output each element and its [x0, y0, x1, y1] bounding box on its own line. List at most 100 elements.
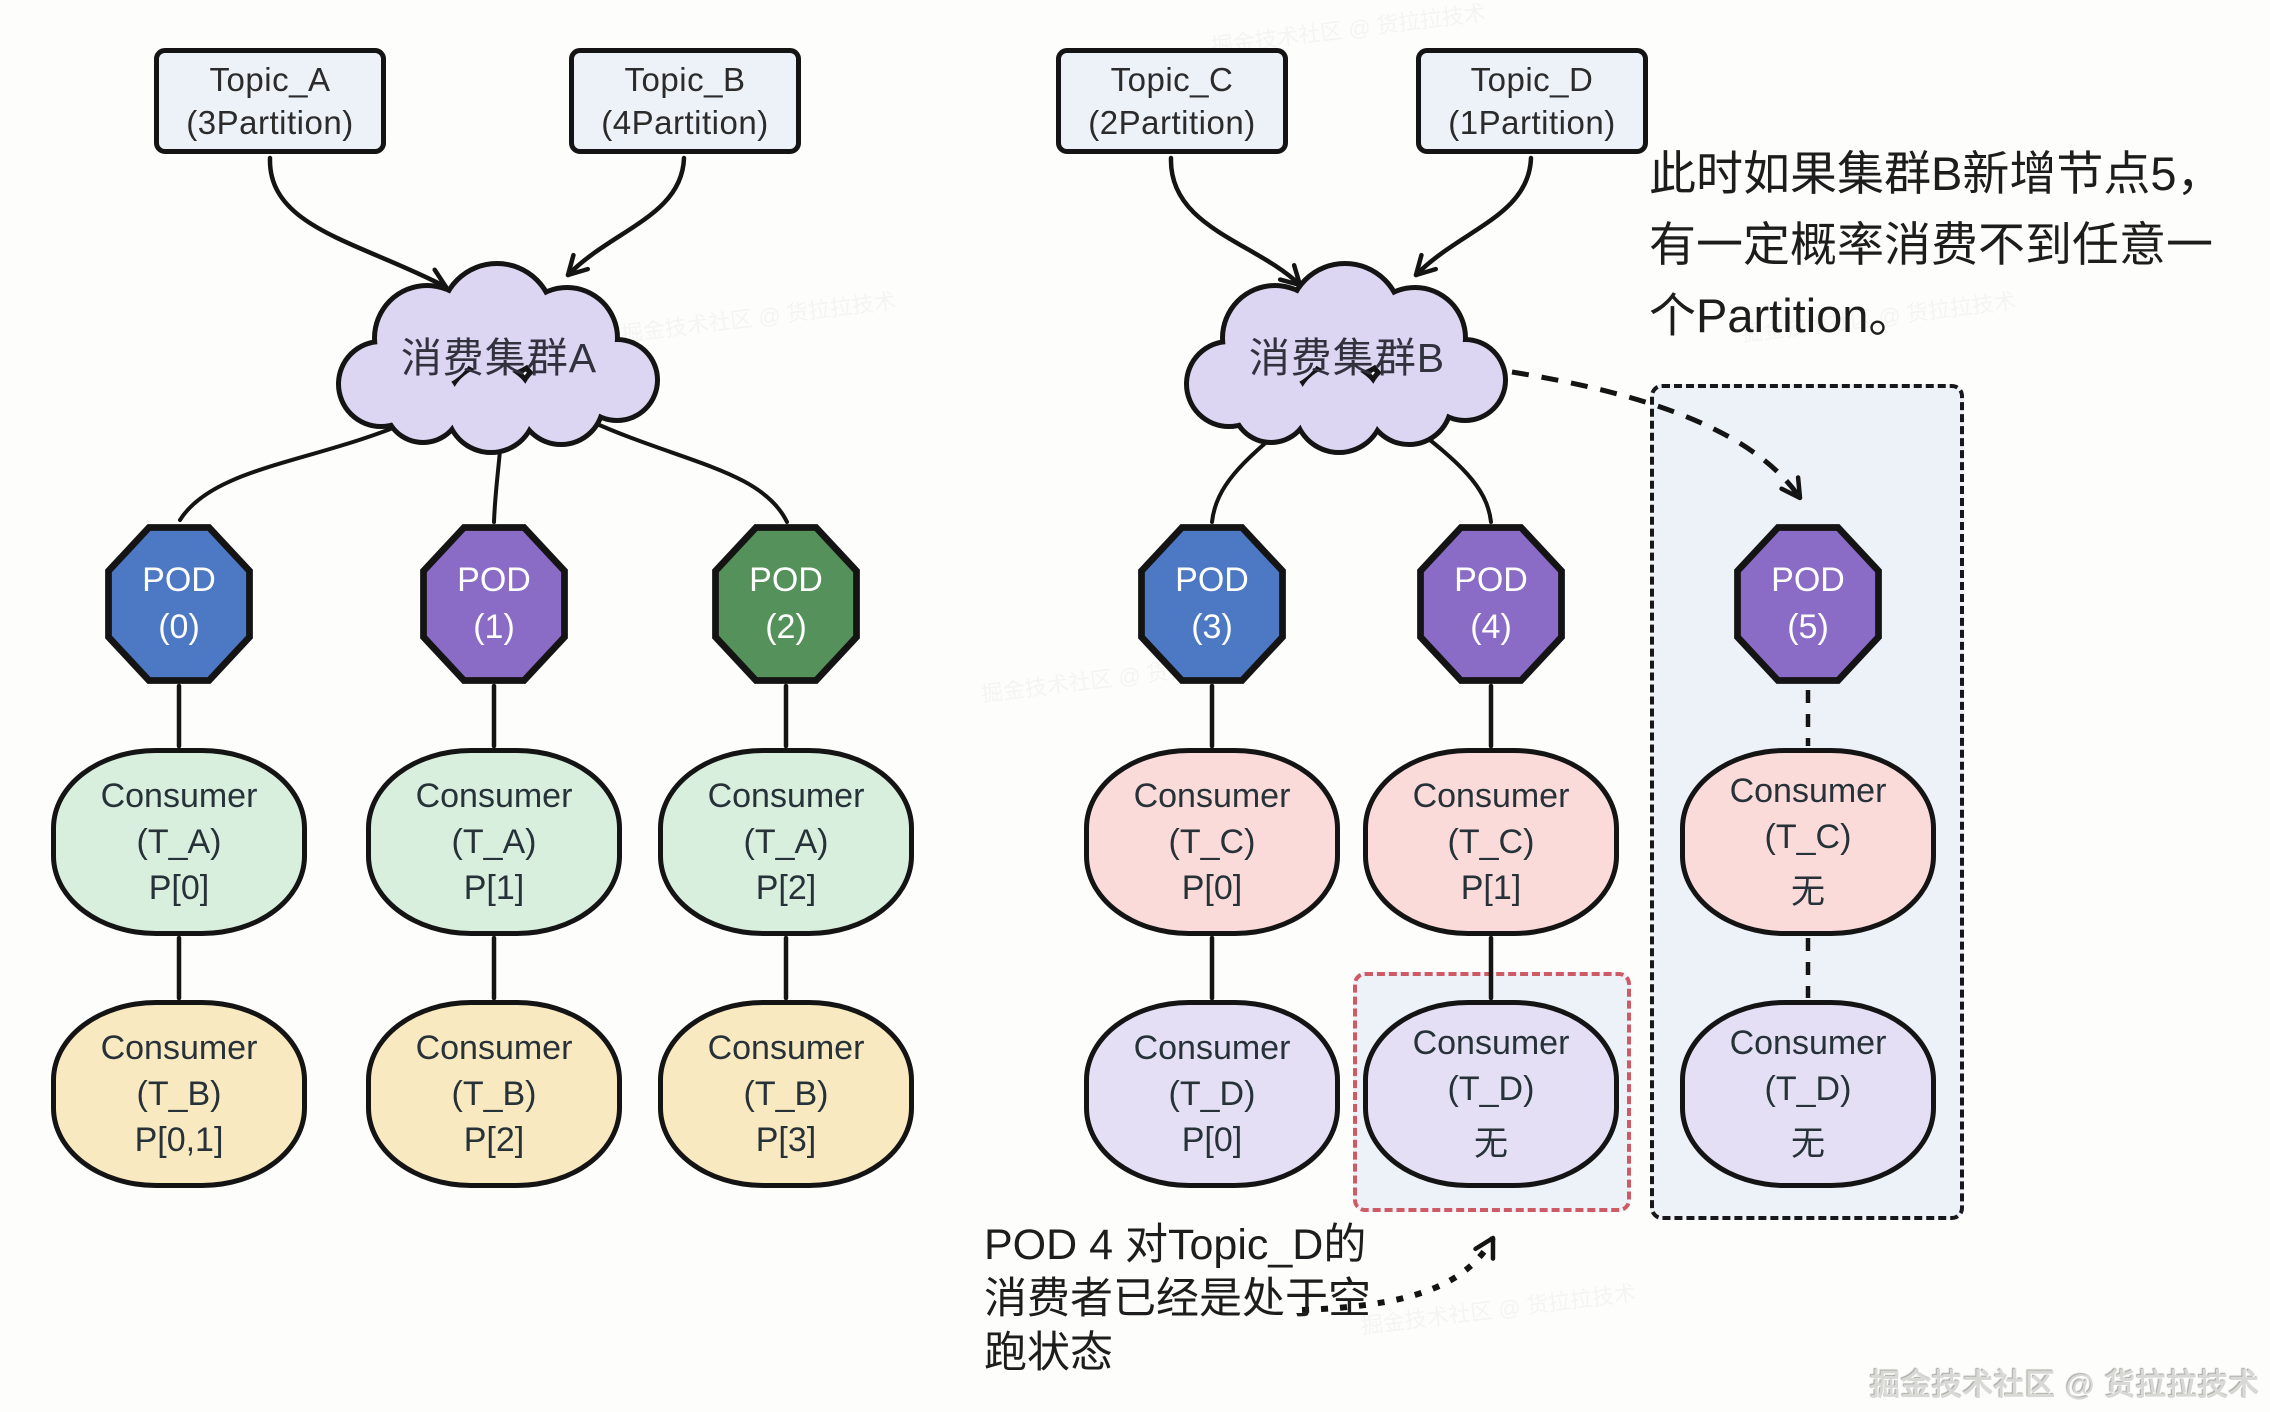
- consumer-title: Consumer: [415, 776, 573, 815]
- consumer-topic: (T_A): [743, 822, 829, 861]
- consumer-partition: P[2]: [755, 868, 817, 907]
- consumer-topic: (T_D): [1168, 1074, 1256, 1113]
- pod-name: POD: [457, 561, 531, 599]
- consumer-topic: (T_D): [1764, 1069, 1852, 1108]
- cloud-shape-icon: [336, 261, 660, 455]
- consumer-partition: 无: [1791, 872, 1825, 911]
- consumer-topic: (T_A): [136, 822, 222, 861]
- topic-d-name: Topic_D: [1470, 60, 1594, 98]
- consumer-title: Consumer: [100, 1028, 258, 1067]
- consumer-topic: (T_C): [1447, 822, 1535, 861]
- corner-watermark: 掘金技术社区 @ 货拉拉技术: [1870, 1369, 2260, 1402]
- consumer-title: Consumer: [1412, 1023, 1570, 1062]
- consumer-partition: P[0]: [148, 868, 210, 907]
- consumer-partition: P[1]: [1460, 868, 1522, 907]
- topic-c-name: Topic_C: [1110, 60, 1234, 98]
- consumer-topic: (T_B): [136, 1074, 222, 1113]
- consumer-tb-p01: Consumer (T_B) P[0,1]: [51, 1000, 307, 1188]
- consumer-td-none-pod5: Consumer (T_D) 无: [1680, 1000, 1936, 1188]
- pod-name: POD: [1454, 561, 1528, 599]
- right-annotation-line: 有一定概率消费不到任意一: [1649, 218, 2213, 271]
- consumer-tc-none: Consumer (T_C) 无: [1680, 748, 1936, 936]
- bottom-annotation: POD 4 对Topic_D的 消费者已经是处于空 跑状态: [984, 1218, 1371, 1380]
- consumer-tb-p2: Consumer (T_B) P[2]: [366, 1000, 622, 1188]
- consumer-topic: (T_D): [1447, 1069, 1535, 1108]
- bottom-annotation-line: 跑状态: [984, 1329, 1113, 1377]
- consumer-topic: (T_C): [1168, 822, 1256, 861]
- consumer-topic: (T_C): [1764, 817, 1852, 856]
- consumer-title: Consumer: [707, 1028, 865, 1067]
- pod-id: (0): [158, 608, 200, 646]
- consumer-partition: P[2]: [463, 1120, 525, 1159]
- consumer-title: Consumer: [415, 1028, 573, 1067]
- pod-id: (4): [1470, 608, 1512, 646]
- consumer-tc-p0: Consumer (T_C) P[0]: [1084, 748, 1340, 936]
- consumer-partition: 无: [1474, 1124, 1508, 1163]
- consumer-title: Consumer: [1133, 776, 1291, 815]
- octagon-icon: [105, 524, 253, 684]
- consumer-tb-p3: Consumer (T_B) P[3]: [658, 1000, 914, 1188]
- bottom-annotation-line: 消费者已经是处于空: [984, 1275, 1371, 1323]
- pod-name: POD: [749, 561, 823, 599]
- pod-id: (2): [765, 608, 807, 646]
- consumer-ta-p2: Consumer (T_A) P[2]: [658, 748, 914, 936]
- faint-watermark: 掘金技术社区 @ 货拉拉技术: [1359, 1280, 1638, 1339]
- topic-b-box: Topic_B (4Partition): [569, 48, 801, 154]
- topic-a-box: Topic_A (3Partition): [154, 48, 386, 154]
- cluster-a-label: 消费集群A: [400, 335, 598, 381]
- consumer-cluster-b-cloud: 消费集群B: [1167, 246, 1527, 458]
- pod-name: POD: [1175, 561, 1249, 599]
- pod-1: POD (1): [419, 523, 569, 685]
- consumer-partition: 无: [1791, 1124, 1825, 1163]
- octagon-icon: [1138, 524, 1286, 684]
- consumer-partition: P[0]: [1181, 868, 1243, 907]
- right-annotation-line: 个Partition。: [1649, 289, 1916, 342]
- topic-c-partitions: (2Partition): [1088, 103, 1256, 141]
- pod-id: (5): [1787, 608, 1829, 646]
- cluster-b-label: 消费集群B: [1248, 335, 1446, 381]
- consumer-title: Consumer: [1412, 776, 1570, 815]
- topic-a-partitions: (3Partition): [186, 103, 354, 141]
- consumer-title: Consumer: [707, 776, 865, 815]
- pod-3: POD (3): [1137, 523, 1287, 685]
- pod-5: POD (5): [1733, 523, 1883, 685]
- bottom-annotation-line: POD 4 对Topic_D的: [984, 1221, 1367, 1269]
- consumer-topic: (T_A): [451, 822, 537, 861]
- topic-c-box: Topic_C (2Partition): [1056, 48, 1288, 154]
- consumer-td-p0: Consumer (T_D) P[0]: [1084, 1000, 1340, 1188]
- pod-0: POD (0): [104, 523, 254, 685]
- topic-d-partitions: (1Partition): [1448, 103, 1616, 141]
- topic-b-partitions: (4Partition): [601, 103, 769, 141]
- right-annotation: 此时如果集群B新增节点5， 有一定概率消费不到任意一 个Partition。: [1649, 138, 2224, 351]
- pod-name: POD: [142, 561, 216, 599]
- pod-id: (1): [473, 608, 515, 646]
- consumer-cluster-a-cloud: 消费集群A: [319, 246, 679, 458]
- consumer-topic: (T_B): [743, 1074, 829, 1113]
- consumer-ta-p0: Consumer (T_A) P[0]: [51, 748, 307, 936]
- consumer-td-none-pod4: Consumer (T_D) 无: [1363, 1000, 1619, 1188]
- octagon-icon: [1417, 524, 1565, 684]
- topic-d-box: Topic_D (1Partition): [1416, 48, 1648, 154]
- consumer-topic: (T_B): [451, 1074, 537, 1113]
- pod-name: POD: [1771, 561, 1845, 599]
- octagon-icon: [420, 524, 568, 684]
- consumer-partition: P[0]: [1181, 1120, 1243, 1159]
- consumer-partition: P[1]: [463, 868, 525, 907]
- consumer-tc-p1: Consumer (T_C) P[1]: [1363, 748, 1619, 936]
- consumer-partition: P[0,1]: [134, 1120, 224, 1159]
- topic-a-name: Topic_A: [209, 60, 331, 98]
- pod-id: (3): [1191, 608, 1233, 646]
- consumer-ta-p1: Consumer (T_A) P[1]: [366, 748, 622, 936]
- topic-b-name: Topic_B: [624, 60, 746, 98]
- consumer-title: Consumer: [1729, 771, 1887, 810]
- consumer-title: Consumer: [100, 776, 258, 815]
- cloud-shape-icon: [1184, 261, 1508, 455]
- octagon-icon: [712, 524, 860, 684]
- right-annotation-line: 此时如果集群B新增节点5，: [1649, 147, 2224, 200]
- consumer-partition: P[3]: [755, 1120, 817, 1159]
- pod-4: POD (4): [1416, 523, 1566, 685]
- octagon-icon: [1734, 524, 1882, 684]
- pod-2: POD (2): [711, 523, 861, 685]
- consumer-title: Consumer: [1133, 1028, 1291, 1067]
